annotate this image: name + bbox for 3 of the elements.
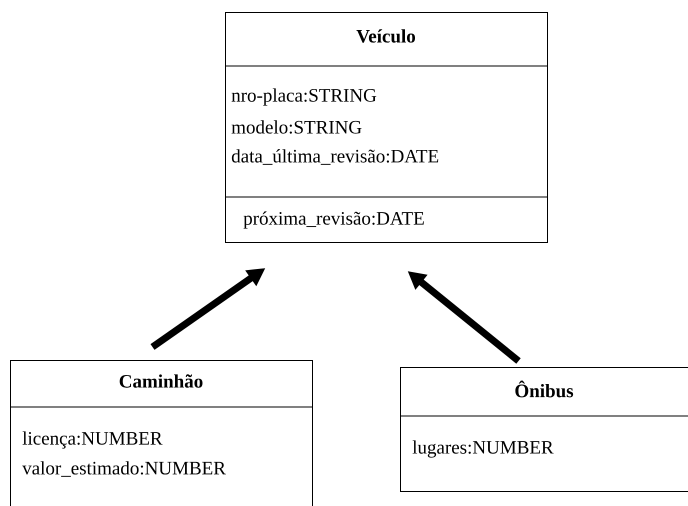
class-box: Veículo nro-placa:STRING modelo:STRING data_última_revisão:DATE próxima_revisão:DATE [224, 12, 548, 243]
class-box: Caminhão licença:NUMBER valor_estimado:NUMBER [10, 360, 313, 506]
class-box: Ônibus lugares:NUMBER [400, 367, 688, 492]
